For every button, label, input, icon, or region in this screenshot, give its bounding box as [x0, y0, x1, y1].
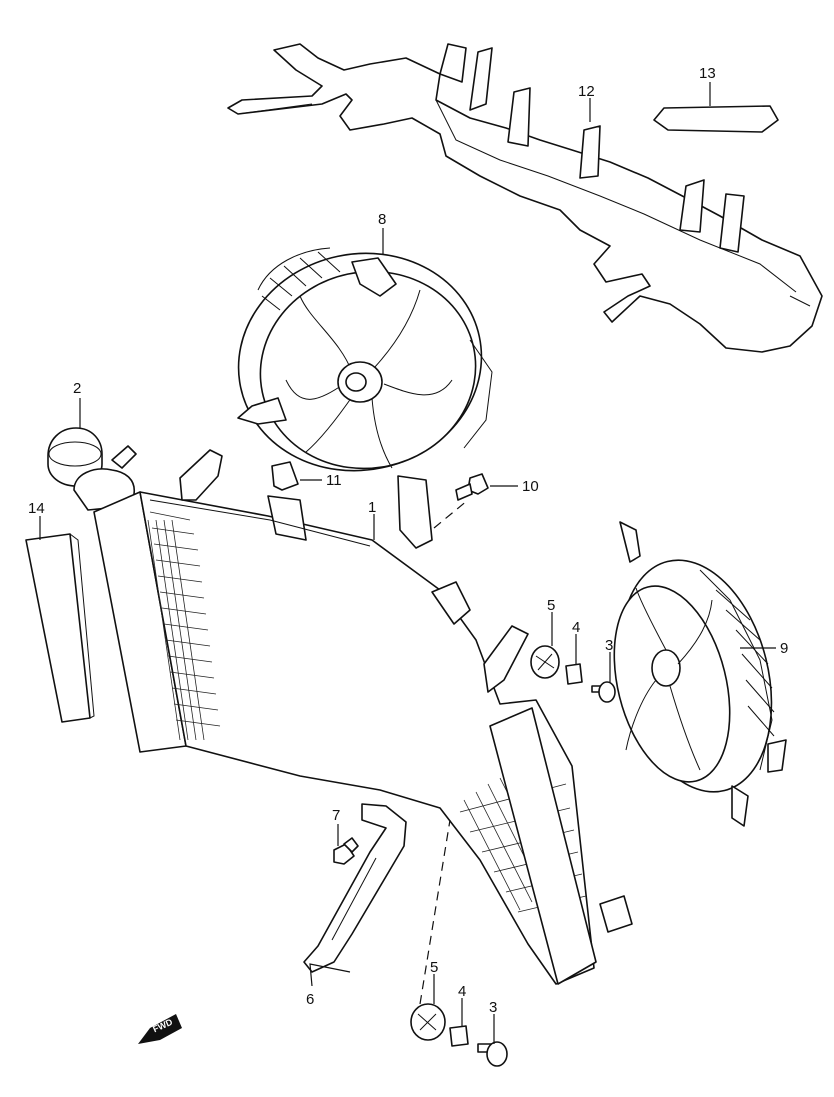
lower-mount-hardware — [410, 1003, 508, 1067]
callout-12: 12 — [578, 83, 595, 100]
callout-3-upper: 3 — [605, 637, 613, 654]
fwd-direction-icon: FWD — [138, 1014, 182, 1044]
shroud-seal-pad — [653, 105, 779, 133]
bolt-10 — [455, 473, 489, 501]
collar-lower — [449, 1025, 469, 1047]
callout-5-lower: 5 — [430, 959, 438, 976]
callout-13: 13 — [699, 65, 716, 82]
collar-upper — [565, 663, 583, 685]
callout-10: 10 — [522, 478, 539, 495]
callout-2: 2 — [73, 380, 81, 397]
callout-4-upper: 4 — [572, 619, 580, 636]
secondary-fan — [613, 521, 787, 827]
upper-mount-hardware — [530, 645, 616, 703]
radiator-assembly — [73, 445, 633, 985]
callout-7: 7 — [332, 807, 340, 824]
callout-labels: 1 2 3 3 4 4 5 5 6 7 8 9 10 11 12 13 14 — [28, 65, 788, 1016]
main-cooling-fan — [237, 247, 493, 549]
callout-11: 11 — [326, 472, 342, 489]
bolt-lower — [486, 1041, 508, 1067]
callout-8: 8 — [378, 211, 386, 228]
bolt-upper — [598, 681, 616, 703]
lower-bracket — [303, 803, 407, 973]
leader-lines — [39, 82, 776, 1044]
callout-5-upper: 5 — [547, 597, 555, 614]
callout-6: 6 — [306, 991, 314, 1008]
callout-3-lower: 3 — [489, 999, 497, 1016]
air-duct-shroud — [227, 43, 823, 353]
callout-1: 1 — [368, 499, 376, 516]
callout-9: 9 — [780, 640, 788, 657]
clip-nut — [271, 461, 299, 491]
callout-14: 14 — [28, 500, 45, 517]
callout-4-lower: 4 — [458, 983, 466, 1000]
